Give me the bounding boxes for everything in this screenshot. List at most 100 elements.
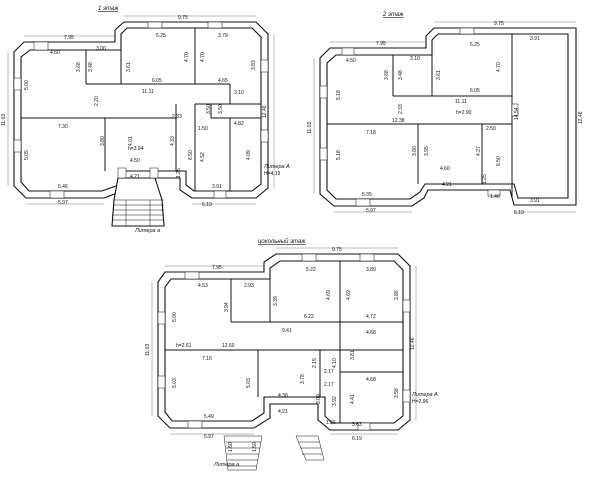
dim-label: 1.50 (252, 442, 258, 452)
porch-label: Литера а (134, 228, 160, 234)
dim-label: h=2.90 (456, 110, 472, 116)
dim-label: 4.21 (442, 182, 452, 188)
dim-label: 4.82 (234, 121, 244, 127)
basement-porch-stairs (223, 435, 325, 471)
dim-label: 5.05 (24, 150, 30, 160)
dim-label: 2.33 (398, 104, 404, 114)
dim-label: 9.75 (494, 21, 504, 27)
dim-label: 4.21 (130, 174, 140, 180)
dim-label: 7.95 (64, 35, 74, 41)
dim-label: 1.50 (228, 442, 234, 452)
dim-label: 4.33 (170, 136, 176, 146)
dim-label: 7.16 (202, 356, 212, 362)
height-label: H=2.96 (412, 399, 428, 405)
dim-label: 11.03 (307, 122, 313, 134)
floor-1-dimensions: 9.75 7.95 4.60 3.00 5.25 3.79 11.03 5.00… (1, 15, 290, 234)
dim-label: h=3.94 (128, 146, 144, 152)
dim-label: 6.19 (514, 210, 524, 216)
dim-label: 4.53 (198, 283, 208, 289)
dim-label: 4.68 (366, 330, 376, 336)
dim-label: 5.97 (58, 200, 68, 206)
basement-windows (157, 253, 411, 431)
floor-2-title: 2 этаж (382, 12, 404, 18)
dim-label: 4.21 (278, 409, 288, 415)
dim-label: 4.69 (346, 290, 352, 300)
floor-1-windows (13, 21, 269, 199)
dim-label: 3.92 (332, 396, 338, 406)
dim-label: 3.79 (218, 33, 228, 39)
dim-label: 12.46 (262, 105, 268, 118)
dim-label: 12.38 (392, 118, 405, 124)
dim-label: 5.00 (172, 312, 178, 322)
dim-label: 6.05 (470, 88, 480, 94)
dim-label: 11.03 (1, 114, 7, 126)
dim-label: 6.22 (304, 314, 314, 320)
litera-label: Литера А (263, 164, 290, 170)
dim-label: 5.03 (246, 378, 252, 388)
dim-label: 3.10 (234, 90, 244, 96)
dim-label: 1.36 (326, 420, 336, 426)
dim-label: 3.61 (126, 62, 132, 72)
dim-label: 1.25 (482, 174, 488, 184)
dim-label: 3.68 (384, 70, 390, 80)
dim-label: 3.09 (316, 394, 322, 404)
dim-label: 2.15 (312, 358, 318, 368)
dim-label: 2.17 (324, 369, 334, 375)
dim-label: 3.68 (76, 62, 82, 72)
dim-label: 4.70 (496, 62, 502, 72)
dim-label: 11.11 (455, 99, 467, 105)
dim-label: 7.30 (58, 124, 68, 130)
dim-label: 3.00 (96, 46, 106, 52)
dim-label: 4.70 (200, 52, 206, 62)
dim-label: 5.97 (366, 208, 376, 214)
dim-label: 4.70 (184, 52, 190, 62)
dim-label: 5.18 (336, 90, 342, 100)
dim-label: h=2.61 (176, 343, 192, 349)
dim-label: 3.95 (424, 146, 430, 156)
dim-label: 14.54 (514, 107, 520, 120)
dim-label: 3.89 (366, 267, 376, 273)
dim-label: 2.93 (244, 283, 254, 289)
dim-label: 5.46 (58, 184, 68, 190)
porch-label: Литера а (213, 462, 239, 468)
dim-label: 3.61 (436, 70, 442, 80)
dim-label: 6.50 (188, 150, 194, 160)
floor-2-plan: 2 этаж 9.75 7.95 (307, 12, 584, 216)
dim-label: 3.83 (251, 60, 257, 70)
dim-label: 4.09 (246, 150, 252, 160)
dim-label: 4.10 (332, 358, 338, 368)
dim-label: 1.50 (198, 126, 208, 132)
dim-label: 12.60 (222, 343, 235, 349)
floor-2-windows (319, 27, 519, 207)
dim-label: 3.10 (410, 56, 420, 62)
dim-label: 4.50 (346, 58, 356, 64)
dim-label: 4.27 (476, 146, 482, 156)
dim-label: 6.19 (352, 436, 362, 442)
dim-label: 9.41 (282, 328, 292, 334)
dim-label: 3.39 (273, 296, 279, 306)
dim-label: 4.01 (128, 136, 134, 146)
dim-label: 5.97 (204, 434, 214, 440)
dim-label: 1.46 (490, 194, 500, 200)
dim-label: 11.03 (145, 344, 151, 356)
dim-label: 3.91 (530, 36, 540, 42)
dim-label: 5.49 (204, 414, 214, 420)
height-label: H=4.19 (264, 171, 280, 177)
floor-1-internal-walls (21, 28, 261, 191)
dim-label: 5.00 (24, 80, 30, 90)
dim-label: 7.95 (212, 265, 222, 271)
dim-label: 9.75 (332, 247, 342, 253)
floor-2-dimensions: 9.75 7.95 5.25 3.91 4.50 3.10 3.68 3.48 … (307, 21, 584, 216)
dim-label: 5.25 (156, 33, 166, 39)
dim-label: 6.19 (202, 202, 212, 208)
litera-label: Литера А (411, 392, 438, 398)
dim-label: 4.41 (350, 394, 356, 404)
basement-internal-walls (165, 261, 403, 423)
dim-label: 4.52 (200, 152, 206, 162)
dim-label: 11.11 (142, 89, 154, 95)
dim-label: 4.68 (366, 377, 376, 383)
dim-label: 3.80 (412, 146, 418, 156)
dim-label: 3.91 (212, 184, 222, 190)
dim-label: 3.48 (88, 62, 94, 72)
dim-label: 4.38 (278, 393, 288, 399)
